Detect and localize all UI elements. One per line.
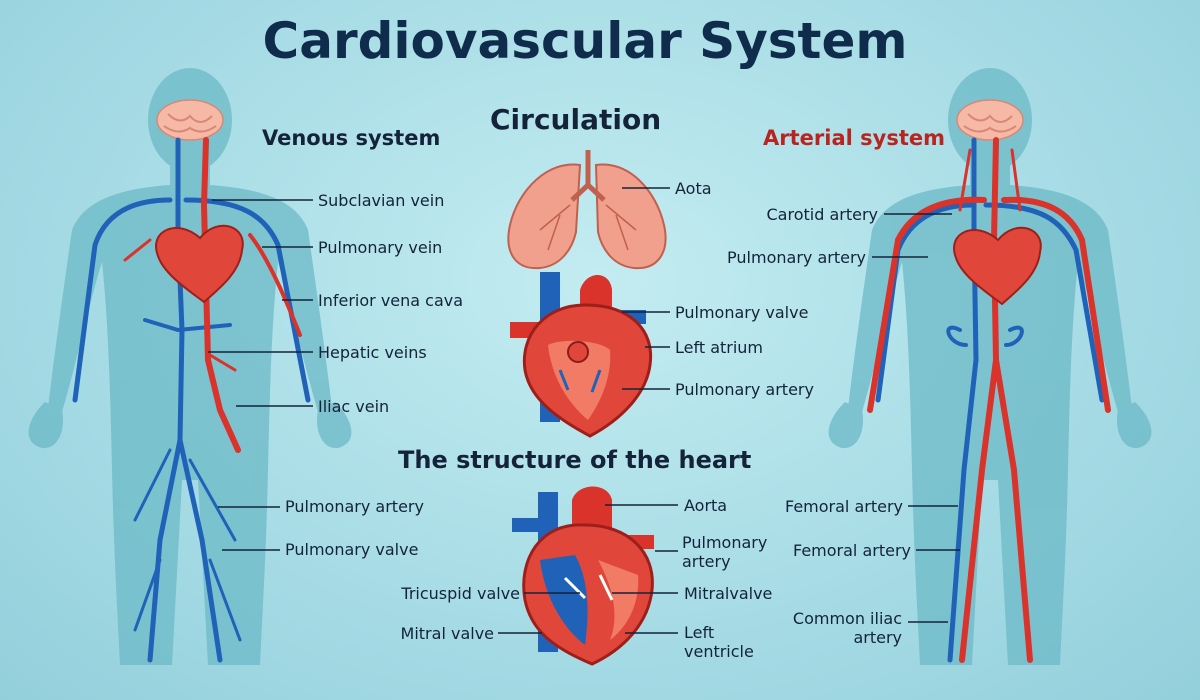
circulation-heading: Circulation [490,103,662,136]
label-mitralvalve: Mitralvalve [684,584,773,603]
label-arterial-pulmonary-artery: Pulmonary artery [727,248,866,267]
venous-system-heading: Venous system [262,126,441,150]
structure-heart [512,486,654,666]
label-femoral-artery-1: Femoral artery [784,497,903,516]
heart-structure-heading: The structure of the heart [398,446,752,474]
label-hepatic-veins: Hepatic veins [318,343,427,362]
circulation-heart [510,272,653,438]
label-tricuspid-valve: Tricuspid valve [401,584,520,603]
label-mitral-valve: Mitral valve [400,624,494,643]
page-title: Cardiovascular System [262,12,908,70]
label-inferior-vena-cava: Inferior vena cava [318,291,464,310]
lungs [507,150,667,270]
label-pulmonary-vein: Pulmonary vein [318,238,443,257]
label-carotid-artery: Carotid artery [766,205,879,224]
label-common-iliac-artery: Common iliac artery [792,609,902,647]
label-left-atrium: Left atrium [675,338,764,357]
label-left-ventricle: Left ventricle [684,623,754,661]
label-venous-pulmonary-valve: Pulmonary valve [285,540,419,559]
arterial-body [828,68,1152,665]
label-circulation-pulmonary-artery: Pulmonary artery [675,380,814,399]
label-aorta: Aorta [684,496,728,515]
label-venous-pulmonary-artery: Pulmonary artery [285,497,424,516]
label-structure-pulmonary-artery: Pulmonary artery [682,533,768,571]
label-circulation-pulmonary-valve: Pulmonary valve [675,303,809,322]
label-subclavian-vein: Subclavian vein [318,191,445,210]
label-aota: Aota [675,179,712,198]
label-femoral-artery-2: Femoral artery [792,541,911,560]
label-iliac-vein: Iliac vein [318,397,390,416]
arterial-system-heading: Arterial system [763,126,945,150]
venous-body [28,68,352,665]
